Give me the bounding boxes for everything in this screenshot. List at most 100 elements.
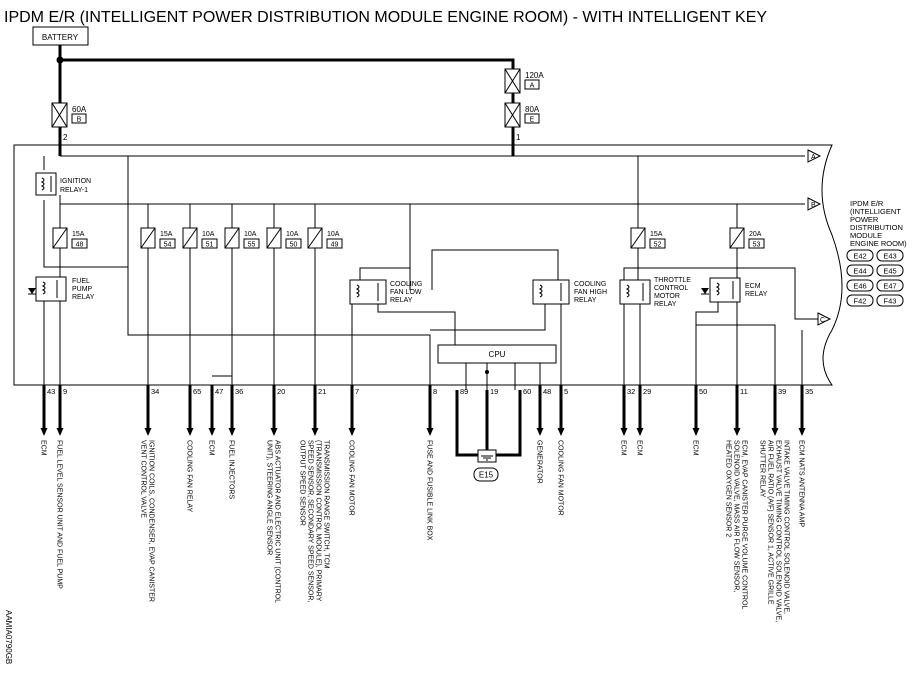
svg-text:10A: 10A <box>244 231 257 238</box>
diagram-code: AAMIA0790GB <box>4 610 13 664</box>
battery-label: BATTERY <box>42 33 79 42</box>
svg-text:15A: 15A <box>650 231 663 238</box>
svg-text:48: 48 <box>76 242 84 249</box>
fuse-55: 10A 55 <box>224 227 260 249</box>
fuse-50: 10A 50 <box>266 227 302 249</box>
destination-label: GENERATOR <box>536 440 543 484</box>
output-arrow <box>208 428 216 436</box>
link-marker: B <box>811 202 816 209</box>
destination-label: ECM <box>692 440 699 456</box>
destination-label: ECM <box>620 440 627 456</box>
svg-text:20A: 20A <box>749 231 762 238</box>
ground-label: E15 <box>479 471 494 480</box>
terminal-number: 9 <box>63 387 67 396</box>
output-arrow <box>692 428 700 436</box>
destination-label: ECM <box>40 440 47 456</box>
svg-text:E42: E42 <box>853 252 866 261</box>
module-label: IPDM E/R (INTELLIGENT POWER DISTRIBUTION… <box>850 199 907 248</box>
terminal-number: 1 <box>516 133 521 142</box>
terminal-number: 8 <box>433 387 437 396</box>
svg-text:E45: E45 <box>883 267 896 276</box>
output-arrow <box>144 428 152 436</box>
fusible-link-rating: 60A <box>72 105 87 114</box>
connector-list: E42 E43 E44 E45 E46 E47 F42 F43 <box>846 249 904 307</box>
terminal-number: 60 <box>523 387 531 396</box>
terminal-number: 21 <box>318 387 326 396</box>
destination-label: IGNITION COILS, CONDENSER, EVAP CANISTER… <box>140 440 155 602</box>
output-arrow <box>426 428 434 436</box>
terminal-number: 2 <box>63 133 68 142</box>
svg-text:51: 51 <box>206 242 214 249</box>
fusible-link-rating: 80A <box>525 105 540 114</box>
terminal-number: 35 <box>805 387 813 396</box>
svg-text:52: 52 <box>654 242 662 249</box>
svg-text:E43: E43 <box>883 252 896 261</box>
output-arrow <box>348 428 356 436</box>
output-arrow <box>620 428 628 436</box>
terminal-number: 89 <box>460 387 468 396</box>
terminal-number: 36 <box>235 387 243 396</box>
svg-text:54: 54 <box>164 242 172 249</box>
svg-text:10A: 10A <box>202 231 215 238</box>
destination-layer: ECM FUEL LEVEL SENSOR UNIT AND FUEL PUMP I… <box>40 385 806 622</box>
fuse-51: 10A 51 <box>182 227 218 249</box>
terminal-number: 43 <box>47 387 55 396</box>
terminal-number: 7 <box>355 387 359 396</box>
svg-text:E44: E44 <box>853 267 866 276</box>
output-arrow <box>536 428 544 436</box>
destination-label: TRANSMISSION RANGE SWITCH, TCM(TRANSMISS… <box>299 440 330 602</box>
output-arrow <box>40 428 48 436</box>
terminal-number: 19 <box>490 387 498 396</box>
diagram-title: IPDM E/R (INTELLIGENT POWER DISTRIBUTION… <box>4 9 767 26</box>
terminal-number: 65 <box>193 387 201 396</box>
destination-label: ABS ACTUATOR AND ELECTRIC UNIT (CONTROLU… <box>266 440 281 603</box>
terminal-number: 47 <box>215 387 223 396</box>
svg-text:15A: 15A <box>72 231 85 238</box>
relay-label: FUEL PUMP RELAY <box>72 278 95 301</box>
svg-text:53: 53 <box>753 242 761 249</box>
terminal-number: 32 <box>627 387 635 396</box>
destination-label: FUEL LEVEL SENSOR UNIT AND FUEL PUMP <box>56 440 63 589</box>
terminal-number: 11 <box>740 387 748 396</box>
svg-text:50: 50 <box>290 242 298 249</box>
terminal-number: 48 <box>543 387 551 396</box>
terminal-number: 29 <box>643 387 651 396</box>
output-arrow <box>557 428 565 436</box>
destination-label: ECM <box>636 440 643 456</box>
terminal-number: 34 <box>151 387 159 396</box>
relay-label: THROTTLE CONTROL MOTOR RELAY <box>654 277 693 308</box>
terminal-number: 50 <box>699 387 707 396</box>
svg-text:49: 49 <box>331 242 339 249</box>
relay-label: COOLING FAN HIGH RELAY <box>574 281 609 304</box>
svg-text:10A: 10A <box>286 231 299 238</box>
output-arrow <box>186 428 194 436</box>
svg-text:55: 55 <box>248 242 256 249</box>
svg-text:E47: E47 <box>883 282 896 291</box>
destination-label: ECM NATS ANTENNA AMP <box>798 440 805 527</box>
destination-label: COOLING FAN RELAY <box>186 440 193 513</box>
terminal-number: 39 <box>778 387 786 396</box>
svg-text:F43: F43 <box>884 297 897 306</box>
destination-label: INTAKE VALVE TIMING CONTROL SOLENOID VAL… <box>759 440 790 622</box>
relay-label: IGNITION RELAY-1 <box>60 178 93 194</box>
destination-label: FUSE AND FUSIBLE LINK BOX <box>426 440 433 541</box>
fusible-link-id: E <box>530 117 535 124</box>
destination-label: ECM <box>208 440 215 456</box>
destination-label: COOLING FAN MOTOR <box>557 440 564 516</box>
svg-text:10A: 10A <box>327 231 340 238</box>
cpu-label: CPU <box>489 350 506 359</box>
svg-text:15A: 15A <box>160 231 173 238</box>
fuse-54: 15A 54 <box>140 227 176 249</box>
output-arrow <box>771 428 779 436</box>
fusible-link-id: A <box>530 83 535 90</box>
output-arrow <box>311 428 319 436</box>
output-arrow <box>228 428 236 436</box>
destination-label: FUEL INJECTORS <box>228 440 235 499</box>
terminal-number: 5 <box>564 387 568 396</box>
fusible-link-rating: 120A <box>525 71 544 80</box>
fuse-49: 10A 49 <box>307 227 343 249</box>
relay-label: ECM RELAY <box>745 283 768 298</box>
fusible-link-id: B <box>77 117 82 124</box>
